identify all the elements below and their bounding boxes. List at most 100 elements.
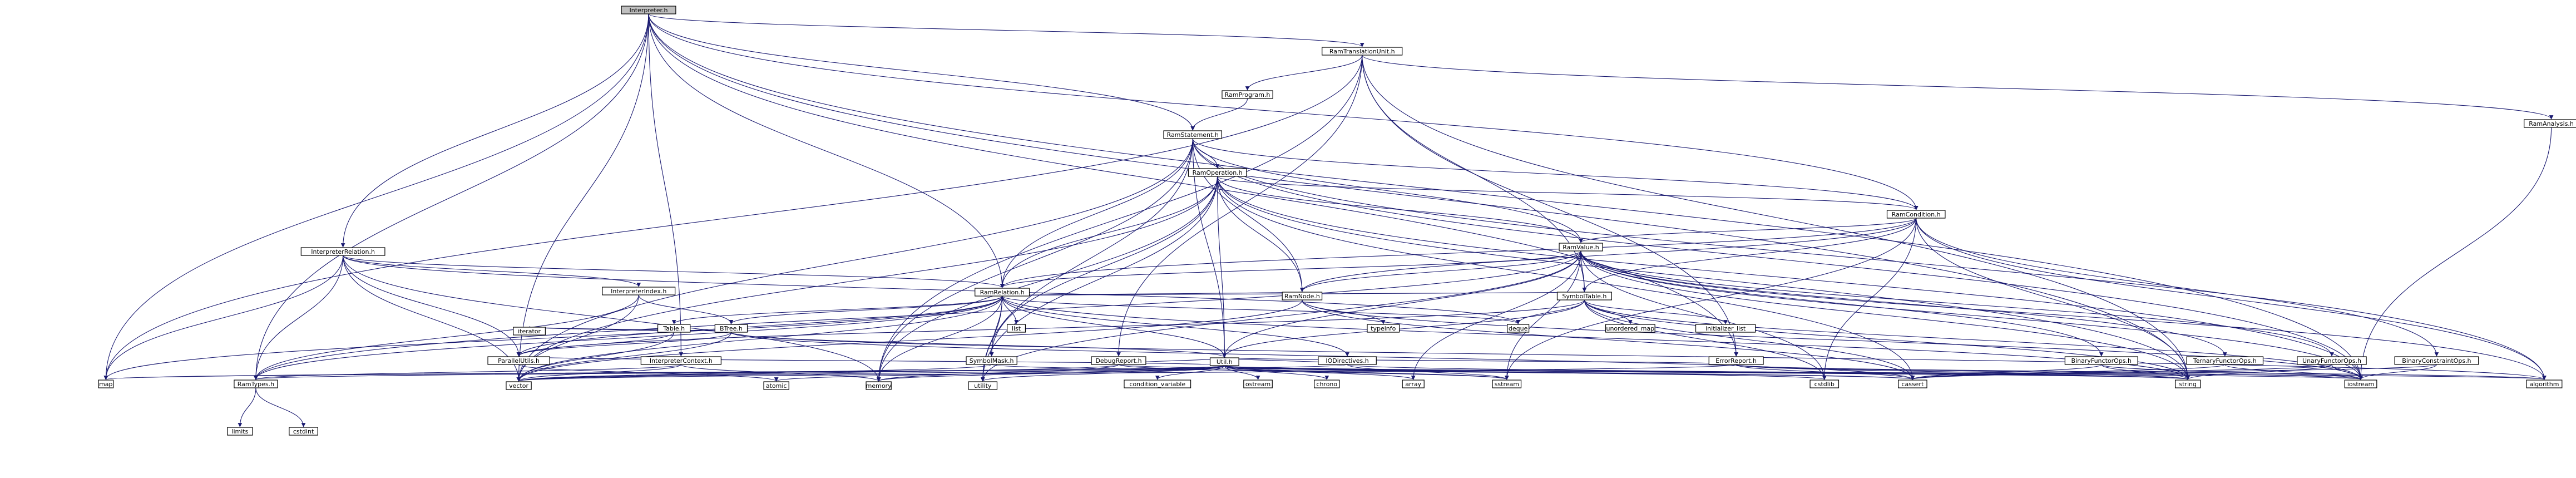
include-edge <box>1002 295 1349 357</box>
include-edge <box>1222 250 1581 358</box>
include-edge <box>980 176 1218 382</box>
include-edge <box>980 138 1193 382</box>
include-edge <box>730 332 2547 380</box>
header-node[interactable]: InterpreterRelation.h <box>300 247 385 256</box>
include-edge <box>2186 364 2332 380</box>
node-label: Table.h <box>662 325 685 332</box>
include-edge <box>1000 218 1917 288</box>
include-edge <box>1000 176 1218 288</box>
header-node[interactable]: RamCondition.h <box>1886 210 1946 219</box>
node-label: deque <box>1509 325 1528 332</box>
include-edge <box>648 13 2363 380</box>
include-edge <box>1910 364 2102 380</box>
header-node[interactable]: Interpreter.h <box>621 6 676 14</box>
header-node[interactable]: IODirectives.h <box>1318 356 1377 365</box>
std-header-node: sstream <box>1492 380 1522 388</box>
header-node[interactable]: RamOperation.h <box>1188 168 1247 177</box>
include-edge <box>648 13 1364 47</box>
include-edge <box>1584 299 2190 380</box>
header-node[interactable]: RamStatement.h <box>1163 130 1223 139</box>
std-header-node: string <box>2174 380 2201 388</box>
include-edge <box>516 332 731 382</box>
include-edge <box>1580 250 2334 357</box>
header-node[interactable]: RamRelation.h <box>975 288 1030 297</box>
include-edge <box>1736 364 2190 380</box>
include-edge <box>638 294 734 324</box>
header-node[interactable]: SymbolTable.h <box>1556 292 1612 300</box>
include-edge <box>1223 357 1737 365</box>
header-node[interactable]: RamAnalysis.h <box>2524 119 2576 128</box>
node-label: IODirectives.h <box>1326 357 1368 364</box>
node-label: initializer_list <box>1705 325 1746 332</box>
header-node[interactable]: RamTypes.h <box>234 380 278 388</box>
include-edge <box>1217 176 1227 358</box>
include-edge <box>876 364 1119 382</box>
include-edge <box>1580 250 2363 380</box>
include-edge <box>1300 218 1917 292</box>
header-node[interactable]: BTree.h <box>714 324 748 333</box>
include-edge <box>516 176 1218 382</box>
include-edge <box>1300 250 1581 292</box>
include-edge <box>1580 250 2190 380</box>
include-edge <box>1916 218 2191 380</box>
include-edge <box>254 255 344 380</box>
include-edge <box>1584 299 2363 380</box>
node-label: RamTranslationUnit.h <box>1329 48 1395 55</box>
node-label: ErrorReport.h <box>1715 357 1757 364</box>
header-node[interactable]: RamValue.h <box>1559 243 1603 252</box>
std-header-node: typeinfo <box>1367 324 1400 333</box>
include-edge <box>648 13 1005 288</box>
node-label: string <box>2179 381 2197 388</box>
include-edge <box>516 138 1193 382</box>
std-header-node: limits <box>227 427 253 436</box>
include-edge <box>648 13 684 357</box>
include-edge <box>340 13 649 248</box>
header-node[interactable]: ParallelUtils.h <box>487 356 550 365</box>
node-label: list <box>1012 325 1021 332</box>
include-edge <box>1582 218 1917 292</box>
include-edge <box>680 364 881 382</box>
node-label: RamNode.h <box>1284 293 1320 300</box>
include-edge <box>980 250 1581 382</box>
header-node[interactable]: UnaryFunctorOps.h <box>2297 356 2367 365</box>
header-node[interactable]: TernaryFunctorOps.h <box>2186 356 2264 365</box>
header-node[interactable]: InterpreterContext.h <box>640 356 721 365</box>
header-node[interactable]: InterpreterIndex.h <box>602 287 676 295</box>
header-node[interactable]: RamNode.h <box>1282 292 1323 300</box>
include-edge <box>1910 364 2332 380</box>
include-edge <box>254 364 681 380</box>
std-header-node: chrono <box>1314 380 1340 388</box>
include-edge <box>343 255 1520 324</box>
include-edge <box>254 250 1581 380</box>
include-edge <box>1217 176 1915 380</box>
include-edge <box>1000 250 1581 288</box>
std-header-node: iterator <box>513 327 546 336</box>
node-label: typeinfo <box>1371 325 1396 332</box>
node-label: RamOperation.h <box>1193 169 1243 176</box>
header-node[interactable]: ErrorReport.h <box>1708 356 1764 365</box>
include-edge <box>517 364 992 382</box>
header-node[interactable]: DebugReport.h <box>1091 356 1146 365</box>
include-edge <box>730 332 1227 358</box>
header-node[interactable]: RamProgram.h <box>1222 90 1273 99</box>
node-label: BinaryConstraintOps.h <box>2402 357 2471 364</box>
header-node[interactable]: BinaryConstraintOps.h <box>2394 356 2479 365</box>
include-edge <box>648 13 1738 357</box>
include-edge <box>1504 250 1581 380</box>
include-edge <box>1224 365 2546 380</box>
include-edge <box>1192 138 1919 210</box>
header-node[interactable]: RamTranslationUnit.h <box>1322 47 1403 56</box>
include-edge <box>517 356 1225 366</box>
header-node[interactable]: SymbolMask.h <box>966 356 1017 365</box>
header-node[interactable]: Util.h <box>1209 357 1239 366</box>
include-edge <box>1116 55 1363 357</box>
node-label: cstdlib <box>1814 381 1835 388</box>
include-edge <box>876 138 1193 382</box>
include-edge <box>1217 176 2190 380</box>
include-edge <box>2224 364 2363 380</box>
header-node[interactable]: Table.h <box>657 324 691 333</box>
std-header-node: iostream <box>2344 380 2377 388</box>
header-node[interactable]: BinaryFunctorOps.h <box>2064 356 2138 365</box>
include-edge <box>516 332 675 357</box>
node-label: SymbolTable.h <box>1562 293 1606 300</box>
